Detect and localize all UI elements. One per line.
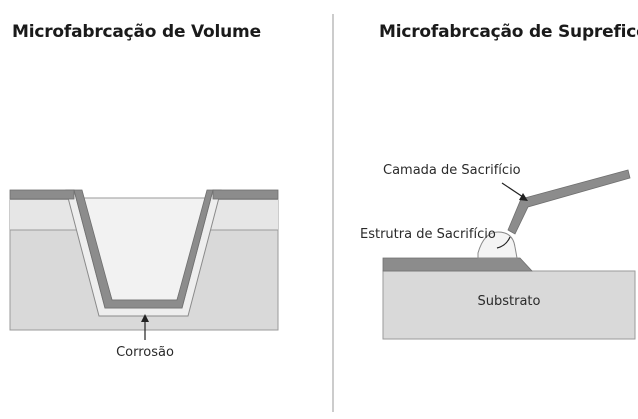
bulk-liner-dark — [73, 189, 214, 309]
surface-sacrificial-bump — [477, 231, 518, 259]
bulk-top-layer-left — [9, 189, 75, 200]
bulk-micromachining-title: Microfabrcação de Volume — [12, 22, 261, 42]
sacrificial-structure-label: Estrutra de Sacrifício — [360, 227, 496, 242]
bulk-diagram: Corrosão — [9, 189, 279, 360]
etch-label: Corrosão — [116, 345, 174, 360]
bulk-top-layer-right — [212, 189, 279, 200]
sacrificial-structure-arrow — [496, 236, 511, 249]
substrate-label: Substrato — [478, 294, 541, 309]
surface-substrate — [382, 270, 636, 340]
surface-micromachining-title: Microfabrcação de Suprefice — [379, 22, 638, 42]
sacrificial-layer-label: Camada de Sacrifício — [383, 163, 521, 178]
surface-cantilever — [507, 169, 631, 235]
bulk-upper-band — [10, 200, 83, 230]
sacrificial-layer-arrow — [501, 182, 524, 198]
surface-diagram: Camada de Sacrifício Estrutra de Sacrifí… — [360, 163, 636, 340]
surface-sacrificial-layer — [382, 257, 533, 272]
